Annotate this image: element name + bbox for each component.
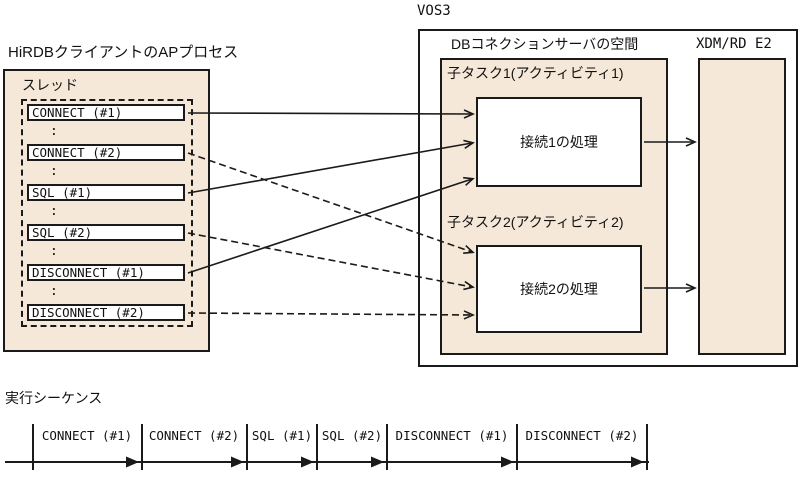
sequence-arrowhead-5	[501, 456, 514, 468]
client-process-title: HiRDBクライアントのAPプロセス	[8, 44, 239, 61]
call-box-sql2: SQL (#2)	[27, 224, 185, 241]
process1-label: 接続1の処理	[520, 134, 598, 150]
sequence-arrowhead-3	[301, 456, 314, 468]
sequence-segment-label-2: CONNECT (#2)	[148, 428, 240, 443]
sequence-segment-label-5: DISCONNECT (#1)	[395, 428, 509, 443]
call-box-connect1: CONNECT (#1)	[27, 104, 185, 121]
sequence-segment-label-4: SQL (#2)	[321, 428, 383, 443]
sequence-arrowhead-6	[631, 456, 644, 468]
process2-label: 接続2の処理	[520, 281, 598, 297]
sequence-segment-label-6: DISCONNECT (#2)	[525, 428, 639, 443]
ellipsis-1: :	[50, 124, 58, 139]
ellipsis-3: :	[50, 204, 58, 219]
sequence-segment-label-3: SQL (#1)	[251, 428, 313, 443]
call-box-connect2: CONNECT (#2)	[27, 144, 185, 161]
db-connection-server-label: DBコネクションサーバの空間	[451, 36, 639, 52]
ellipsis-2: :	[50, 164, 58, 179]
vos3-label: VOS3	[417, 3, 451, 19]
sequence-arrowhead-2	[231, 456, 244, 468]
sequence-arrowhead-4	[371, 456, 384, 468]
call-box-sql1: SQL (#1)	[27, 184, 185, 201]
sequence-title: 実行シーケンス	[5, 390, 103, 406]
process2-box: 接続2の処理	[476, 245, 642, 333]
thread-label: スレッド	[22, 77, 78, 93]
ellipsis-5: :	[50, 284, 58, 299]
xdm-label: XDM/RD E2	[696, 36, 772, 52]
call-box-disconnect2: DISCONNECT (#2)	[27, 304, 185, 321]
ellipsis-4: :	[50, 244, 58, 259]
subtask1-label: 子タスク1(アクティビティ1)	[447, 65, 624, 81]
xdm-box	[698, 58, 786, 355]
sequence-segment-label-1: CONNECT (#1)	[41, 428, 133, 443]
subtask2-label: 子タスク2(アクティビティ2)	[447, 214, 624, 230]
process1-box: 接続1の処理	[476, 97, 642, 187]
call-box-disconnect1: DISCONNECT (#1)	[27, 264, 185, 281]
sequence-arrowhead-1	[126, 456, 139, 468]
thread-dashed-box	[21, 99, 193, 327]
